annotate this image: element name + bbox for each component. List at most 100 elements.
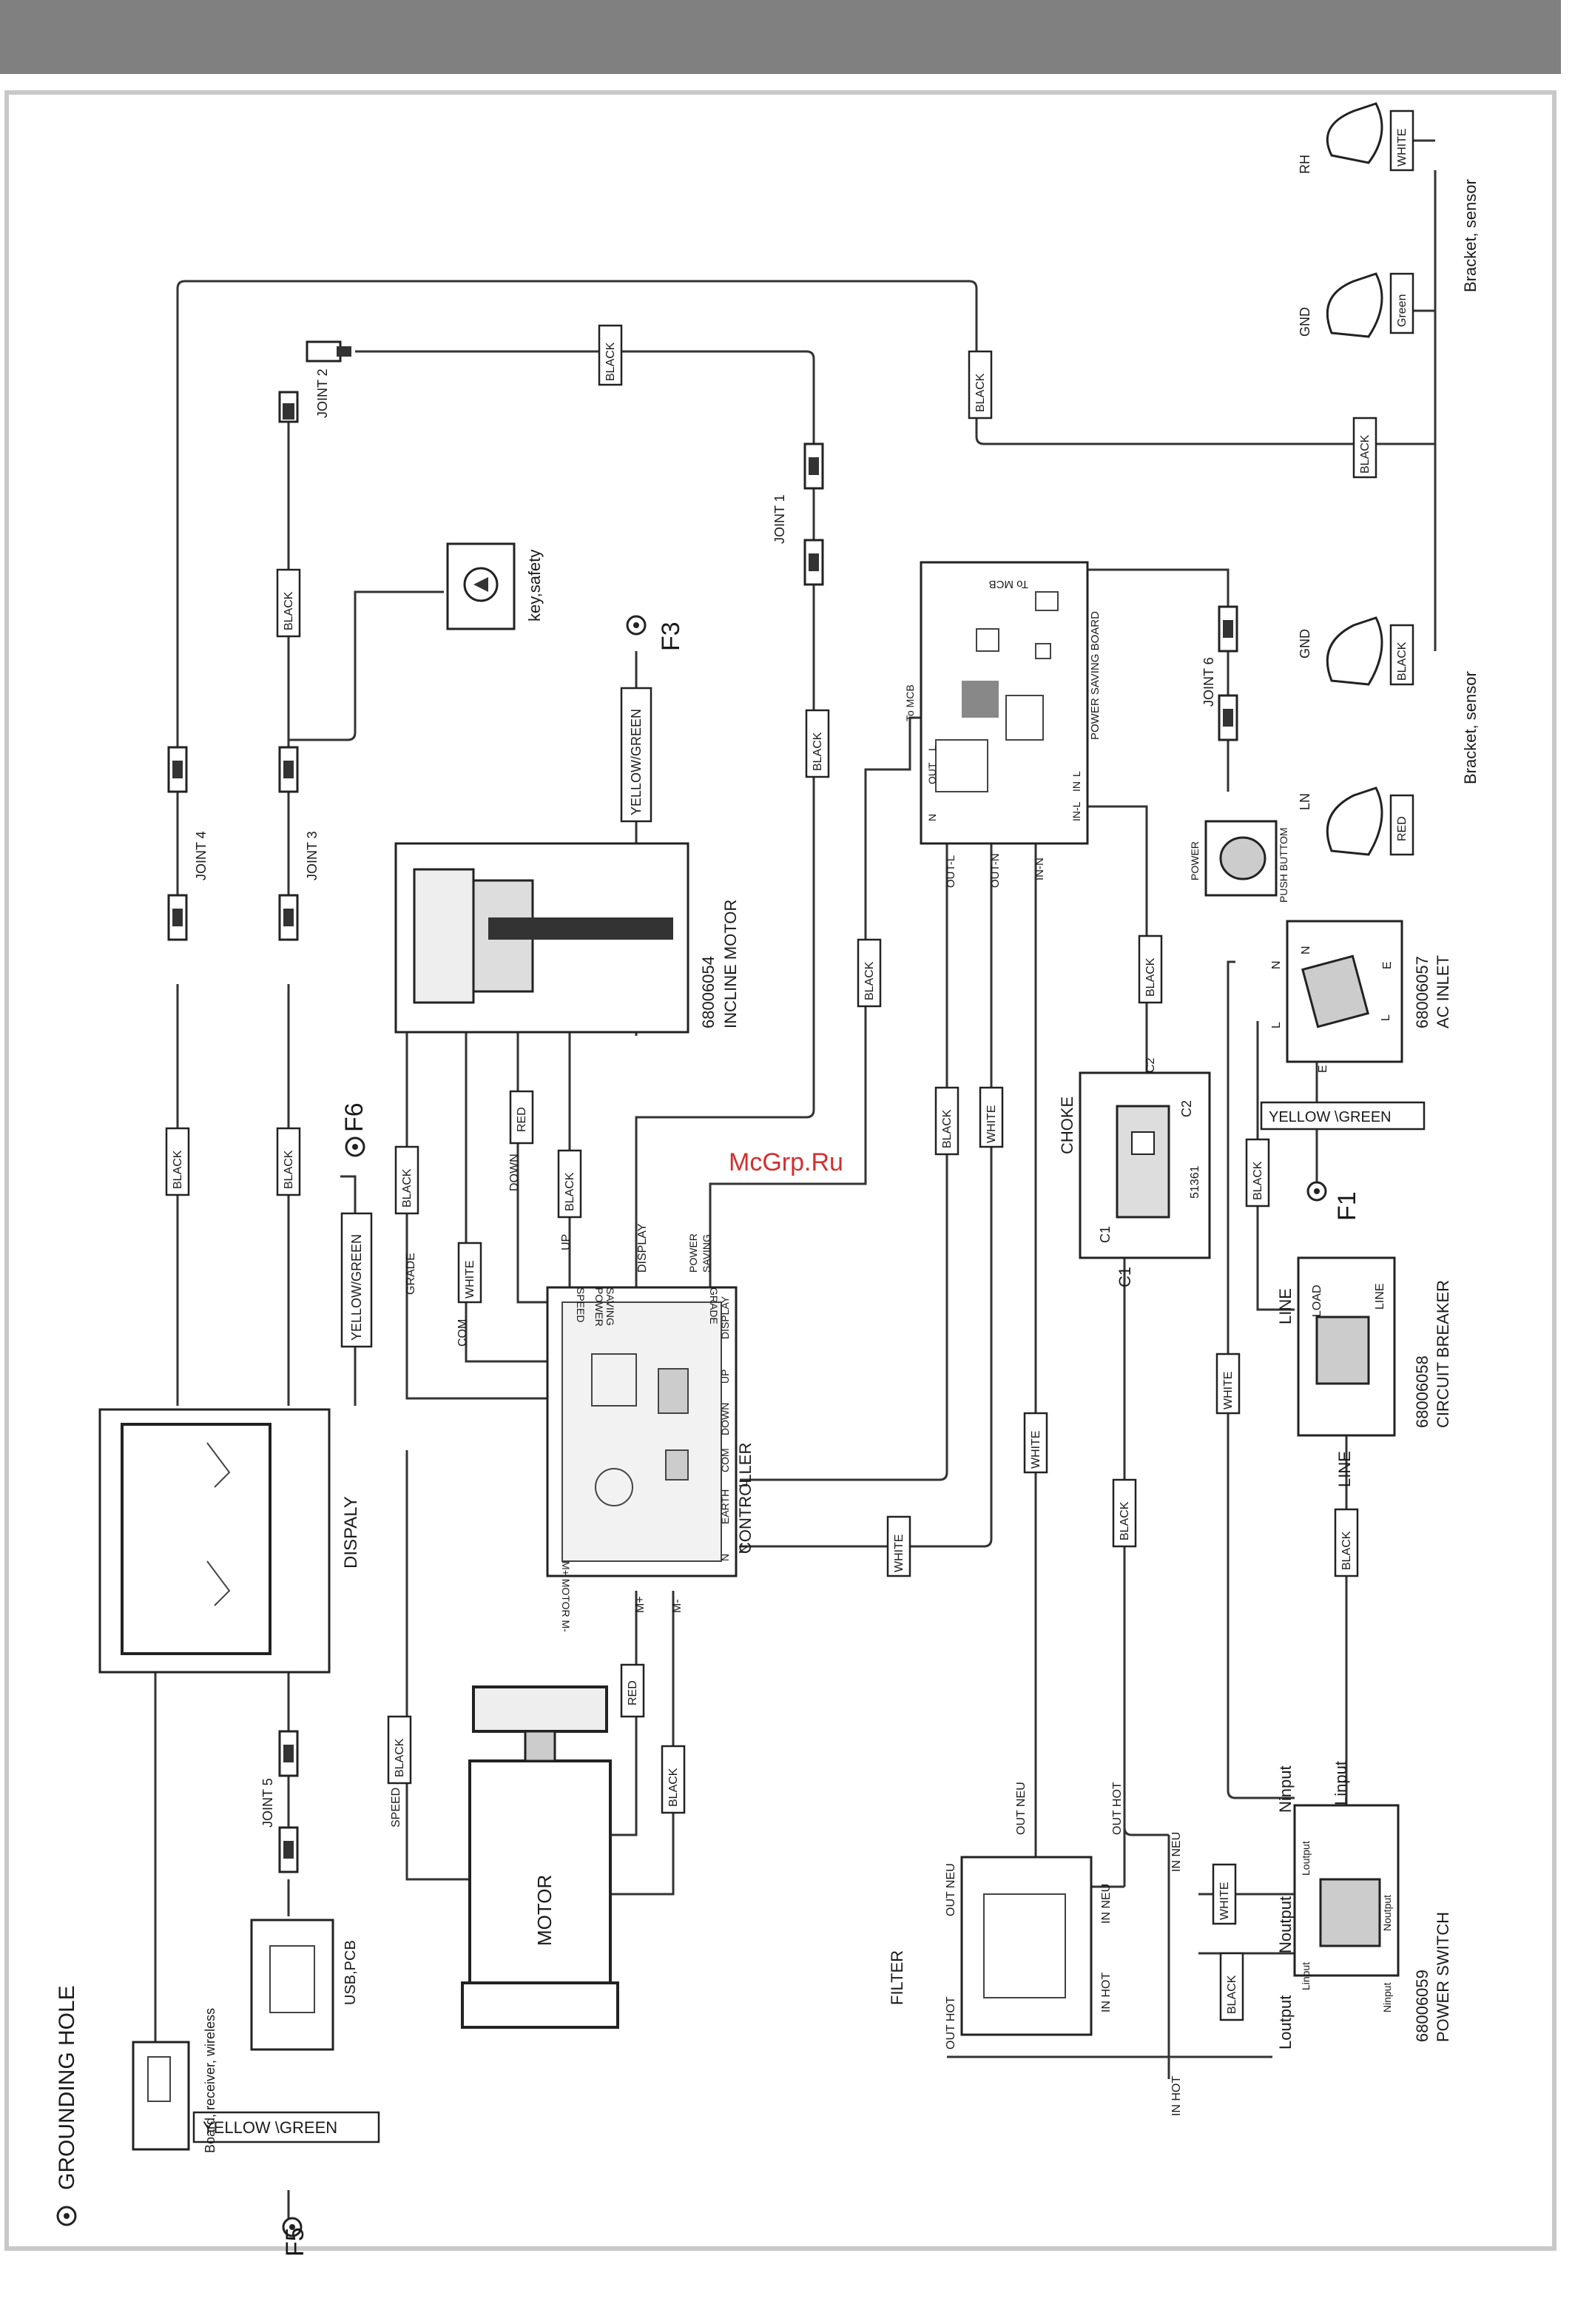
svg-text:LINE: LINE — [1335, 1451, 1354, 1487]
svg-text:Linput: Linput — [1332, 1761, 1350, 1805]
svg-text:YELLOW \GREEN: YELLOW \GREEN — [203, 2118, 337, 2137]
svg-text:BLACK: BLACK — [564, 1172, 576, 1211]
joint-4-label: JOINT 4 — [194, 831, 209, 880]
svg-text:LINE: LINE — [1276, 1288, 1295, 1324]
svg-text:AC INLET: AC INLET — [1434, 955, 1452, 1028]
wire-label-white: WHITE — [979, 1086, 1004, 1148]
diagram-frame — [4, 90, 1556, 2251]
power-switch: Ninput Linput Noutput Loutput Loutput No… — [1276, 1761, 1452, 2050]
svg-text:SPEED: SPEED — [575, 1287, 587, 1322]
sensor-rh: RH — [1298, 102, 1383, 174]
svg-text:PUSH BUTTOM: PUSH BUTTOM — [1278, 827, 1289, 903]
svg-text:N: N — [926, 814, 938, 821]
svg-text:N: N — [1270, 960, 1283, 969]
svg-text:WHITE: WHITE — [1218, 1882, 1231, 1920]
svg-text:EARTH: EARTH — [719, 1489, 731, 1524]
ground-f1: F1 — [1306, 1181, 1361, 1221]
svg-text:L: L — [1070, 771, 1082, 777]
svg-text:F3: F3 — [657, 622, 685, 651]
svg-text:Loutput: Loutput — [1276, 1995, 1295, 2050]
wire-label-black: BLACK — [1352, 417, 1377, 479]
wire-label-white: WHITE — [457, 1242, 482, 1304]
wire-label-yellow-green-mirror: YELLOW \GREEN — [1260, 1101, 1426, 1131]
svg-text:RED: RED — [627, 1680, 639, 1705]
wire-label-white: WHITE — [886, 1515, 911, 1577]
svg-text:F5: F5 — [281, 2227, 309, 2257]
circuit-breaker: LOAD LINE LINE LINE 68006058 CIRCUIT BRE… — [1276, 1256, 1452, 1487]
signal-speed: SPEED — [390, 1788, 402, 1828]
svg-text:L: L — [738, 1481, 750, 1487]
svg-text:Linput: Linput — [1300, 1962, 1312, 1990]
svg-text:DOWN: DOWN — [719, 1403, 731, 1435]
header-bar — [0, 0, 1561, 74]
svg-text:MOTOR: MOTOR — [533, 1875, 556, 1946]
svg-text:DISPLAY: DISPLAY — [719, 1296, 731, 1339]
svg-text:BLACK: BLACK — [1144, 957, 1157, 997]
wire-label-black: BLACK — [1112, 1478, 1137, 1548]
svg-text:68006058: 68006058 — [1413, 1355, 1431, 1428]
wire-label-green: Green — [1389, 272, 1414, 334]
svg-text:L: L — [926, 745, 938, 751]
wire-label-red: RED — [1389, 794, 1414, 856]
svg-text:IN NEU: IN NEU — [1100, 1884, 1113, 1924]
page-title: GROUNDING HOLE — [55, 1985, 79, 2226]
svg-text:Loutput: Loutput — [1300, 1841, 1312, 1876]
power-push-button: POWER PUSH BUTTOM — [1189, 820, 1289, 903]
svg-text:BLACK: BLACK — [812, 732, 824, 771]
wire-label-red: RED — [620, 1663, 645, 1718]
wire-label-white: WHITE — [1389, 110, 1414, 172]
svg-text:BLACK: BLACK — [974, 373, 987, 412]
ground-f6: F6 — [340, 1102, 368, 1157]
svg-text:RH: RH — [1298, 155, 1312, 174]
signal-down: DOWN — [508, 1153, 521, 1191]
ground-f5: F5 — [281, 2217, 309, 2257]
wire-label-black: BLACK — [857, 938, 882, 1008]
svg-text:UP: UP — [719, 1370, 731, 1384]
wire-label-black: BLACK — [598, 324, 623, 386]
svg-text:GND: GND — [1298, 307, 1312, 337]
usb-pcb: USB,PCB — [250, 1919, 359, 2051]
signal-saving: SAVING — [701, 1234, 712, 1273]
svg-text:LOAD: LOAD — [1311, 1284, 1323, 1317]
svg-text:C2: C2 — [1144, 1057, 1157, 1073]
bracket-sensor-label: Bracket, sensor — [1461, 179, 1480, 292]
svg-text:L: L — [1270, 1022, 1283, 1028]
svg-text:BLACK: BLACK — [1359, 434, 1372, 474]
svg-text:C1: C1 — [1098, 1226, 1113, 1243]
svg-text:BLACK: BLACK — [1340, 1531, 1353, 1570]
joint-2-label: JOINT 2 — [315, 368, 330, 418]
svg-text:FILTER: FILTER — [888, 1950, 906, 2005]
svg-text:BLACK: BLACK — [401, 1168, 414, 1208]
watermark: McGrp.Ru — [729, 1148, 843, 1176]
svg-text:Green: Green — [1396, 294, 1409, 327]
svg-text:RED: RED — [1396, 816, 1409, 841]
svg-text:68006057: 68006057 — [1413, 956, 1431, 1028]
svg-text:SAVING: SAVING — [604, 1287, 616, 1326]
svg-text:C2: C2 — [1179, 1100, 1194, 1117]
svg-text:CONTROLLER: CONTROLLER — [736, 1443, 755, 1554]
signal-display: DISPLAY — [636, 1223, 649, 1273]
sensor-ln: LN — [1298, 787, 1383, 856]
choke: CHOKE 51361 C1 C2 C2 C1 — [1058, 1057, 1211, 1287]
wire-label-yellow-green-mirror: YELLOW \GREEN — [192, 2111, 380, 2143]
svg-text:INCLINE MOTOR: INCLINE MOTOR — [721, 900, 740, 1028]
svg-text:OUT-L: OUT-L — [945, 855, 957, 888]
svg-text:68006059: 68006059 — [1413, 1970, 1431, 2042]
svg-text:BLACK: BLACK — [283, 1150, 295, 1189]
svg-text:F1: F1 — [1333, 1191, 1361, 1221]
wire-label-yellow-green: YELLOW/GREEN — [620, 687, 652, 823]
wire-label-black: BLACK — [968, 350, 993, 420]
power-saving-board: POWER SAVING BOARD To MCB To MCB N OUT L… — [904, 561, 1102, 888]
svg-text:To MCB: To MCB — [904, 684, 916, 721]
joint-5-connector — [278, 1730, 299, 1873]
svg-text:BLACK: BLACK — [1119, 1501, 1131, 1540]
svg-text:BLACK: BLACK — [667, 1768, 680, 1807]
display: DISPALY — [98, 1408, 361, 1674]
svg-text:68006054: 68006054 — [699, 956, 718, 1028]
svg-text:WHITE: WHITE — [464, 1260, 476, 1299]
key-safety: key,safety — [446, 542, 544, 630]
joint-1-label: JOINT 1 — [772, 494, 787, 544]
svg-text:IN-N: IN-N — [1033, 858, 1046, 880]
wire-label-black: BLACK — [387, 1715, 412, 1785]
